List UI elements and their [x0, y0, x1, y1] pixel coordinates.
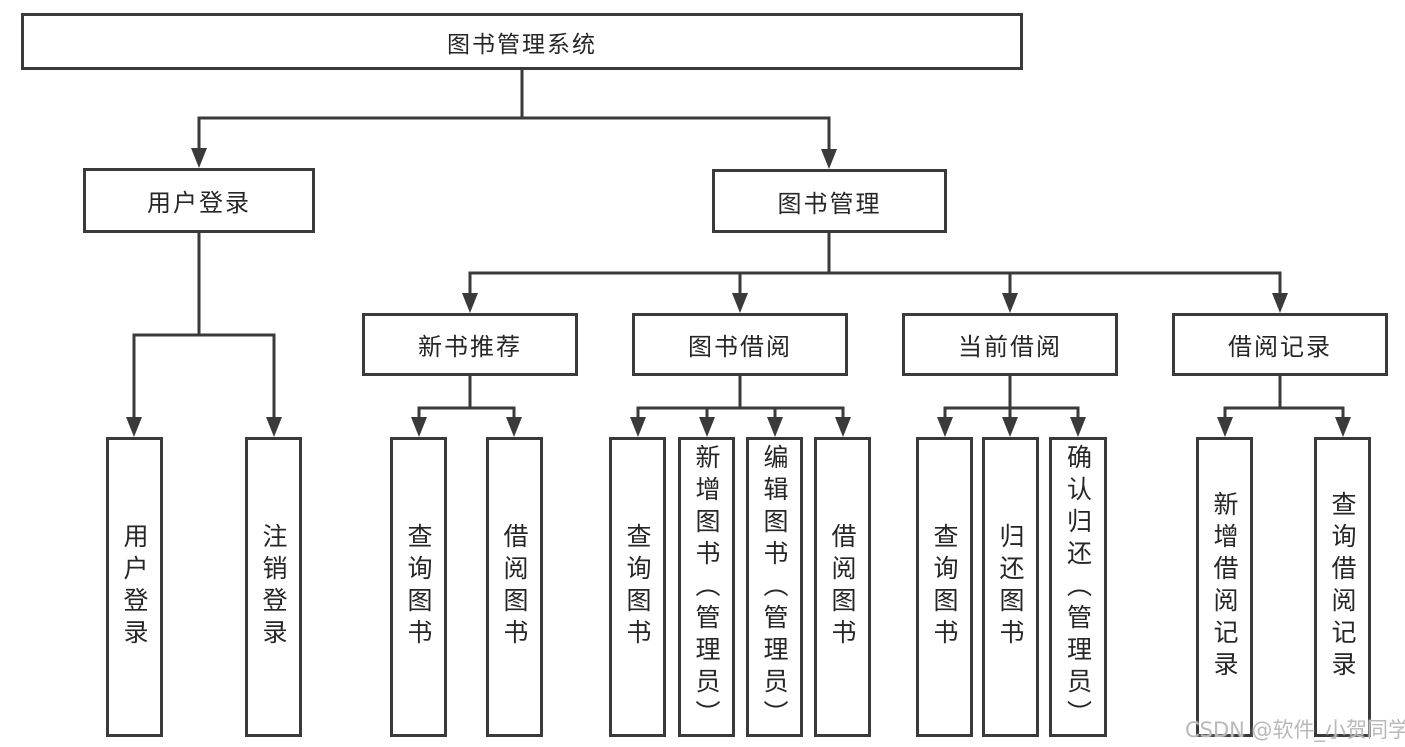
leaf-query-books-current: 查询图书 — [916, 437, 973, 737]
leaf-add-borrow-record: 新增借阅记录 — [1196, 437, 1253, 737]
leaf-query-books-borrow: 查询图书 — [609, 437, 666, 737]
leaf-logout-login: 注销登录 — [245, 437, 302, 737]
leaf-borrow-books-recommend: 借阅图书 — [486, 437, 543, 737]
leaf-query-borrow-record: 查询借阅记录 — [1314, 437, 1371, 737]
node-book-borrow-label: 图书借阅 — [688, 333, 792, 361]
node-current-borrow: 当前借阅 — [902, 313, 1118, 376]
node-root: 图书管理系统 — [21, 13, 1023, 70]
leaf-return-books: 归还图书 — [982, 437, 1039, 737]
leaf-user-login: 用户登录 — [106, 437, 163, 737]
node-borrow-records: 借阅记录 — [1172, 313, 1388, 376]
node-borrow-records-label: 借阅记录 — [1228, 333, 1332, 361]
node-book-management-label: 图书管理 — [777, 189, 882, 218]
node-book-borrow: 图书借阅 — [632, 313, 848, 376]
node-user-login: 用户登录 — [83, 168, 315, 233]
node-new-book-recommend-label: 新书推荐 — [418, 333, 522, 361]
leaf-confirm-return-admin: 确认归还（管理员） — [1049, 437, 1107, 737]
node-book-management: 图书管理 — [712, 169, 947, 233]
node-user-login-label: 用户登录 — [147, 189, 251, 217]
node-new-book-recommend: 新书推荐 — [362, 313, 578, 376]
csdn-watermark: CSDN @软件_小贺同学 — [1185, 718, 1405, 742]
leaf-borrow-books-borrow: 借阅图书 — [814, 437, 871, 737]
leaf-edit-books-admin: 编辑图书（管理员） — [746, 437, 803, 737]
arrowheads — [126, 148, 1351, 437]
node-current-borrow-label: 当前借阅 — [958, 333, 1062, 361]
node-root-label: 图书管理系统 — [447, 31, 597, 58]
leaf-query-books-recommend: 查询图书 — [390, 437, 447, 737]
leaf-add-books-admin: 新增图书（管理员） — [678, 437, 735, 737]
